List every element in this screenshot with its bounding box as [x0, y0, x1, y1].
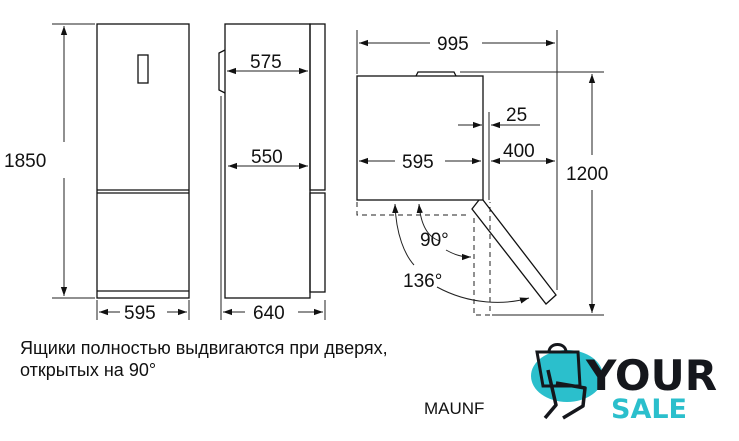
logo-word-sale: SALE: [611, 394, 687, 425]
bag-handle: [547, 343, 568, 353]
door-swing-outline: [356, 202, 470, 216]
depth-575-label: 575: [250, 52, 282, 73]
note-line-1: Ящики полностью выдвигаются при дверях,: [20, 338, 388, 358]
arc-136-lower: [436, 286, 530, 304]
arc-136-upper: [392, 203, 415, 266]
angle-136-label: 136°: [403, 271, 442, 292]
drawer-note: Ящики полностью выдвигаются при дверях, …: [20, 337, 388, 381]
depth-640-label: 640: [253, 303, 285, 324]
open-door: [471, 199, 557, 305]
handle: [218, 49, 226, 94]
height-label: 1850: [4, 151, 46, 172]
clearance-400-label: 400: [503, 141, 535, 162]
width-995-label: 995: [437, 34, 469, 55]
door-90-outline: [473, 202, 491, 316]
front-width-label: 595: [124, 303, 156, 324]
brand-text: MAUNF: [424, 399, 485, 418]
logo-word-your: YOUR: [585, 351, 717, 400]
angle-90-label: 90°: [420, 230, 449, 251]
top-handle: [415, 71, 457, 77]
note-line-2: открытых на 90°: [20, 360, 157, 380]
front-view: 1850 595: [4, 23, 190, 324]
lower-door-side: [309, 192, 326, 293]
gap-25-label: 25: [506, 105, 527, 126]
top-view: 995 1200 25 595 400 90° 136°: [356, 30, 608, 316]
top-width-595-label: 595: [402, 152, 434, 173]
upper-door-side: [309, 23, 326, 191]
depth-550-label: 550: [251, 147, 283, 168]
depth-1200-label: 1200: [566, 164, 608, 185]
yoursale-logo: YOUR SALE: [531, 343, 717, 425]
display-panel: [137, 54, 149, 84]
arc-90-upper: [416, 203, 441, 242]
side-view: 575 550 640: [218, 23, 326, 324]
arc-90-lower: [445, 249, 472, 261]
fridge-front-body: [96, 23, 190, 299]
fridge-top-body: [356, 75, 484, 201]
pointing-hand-icon: [543, 369, 587, 420]
